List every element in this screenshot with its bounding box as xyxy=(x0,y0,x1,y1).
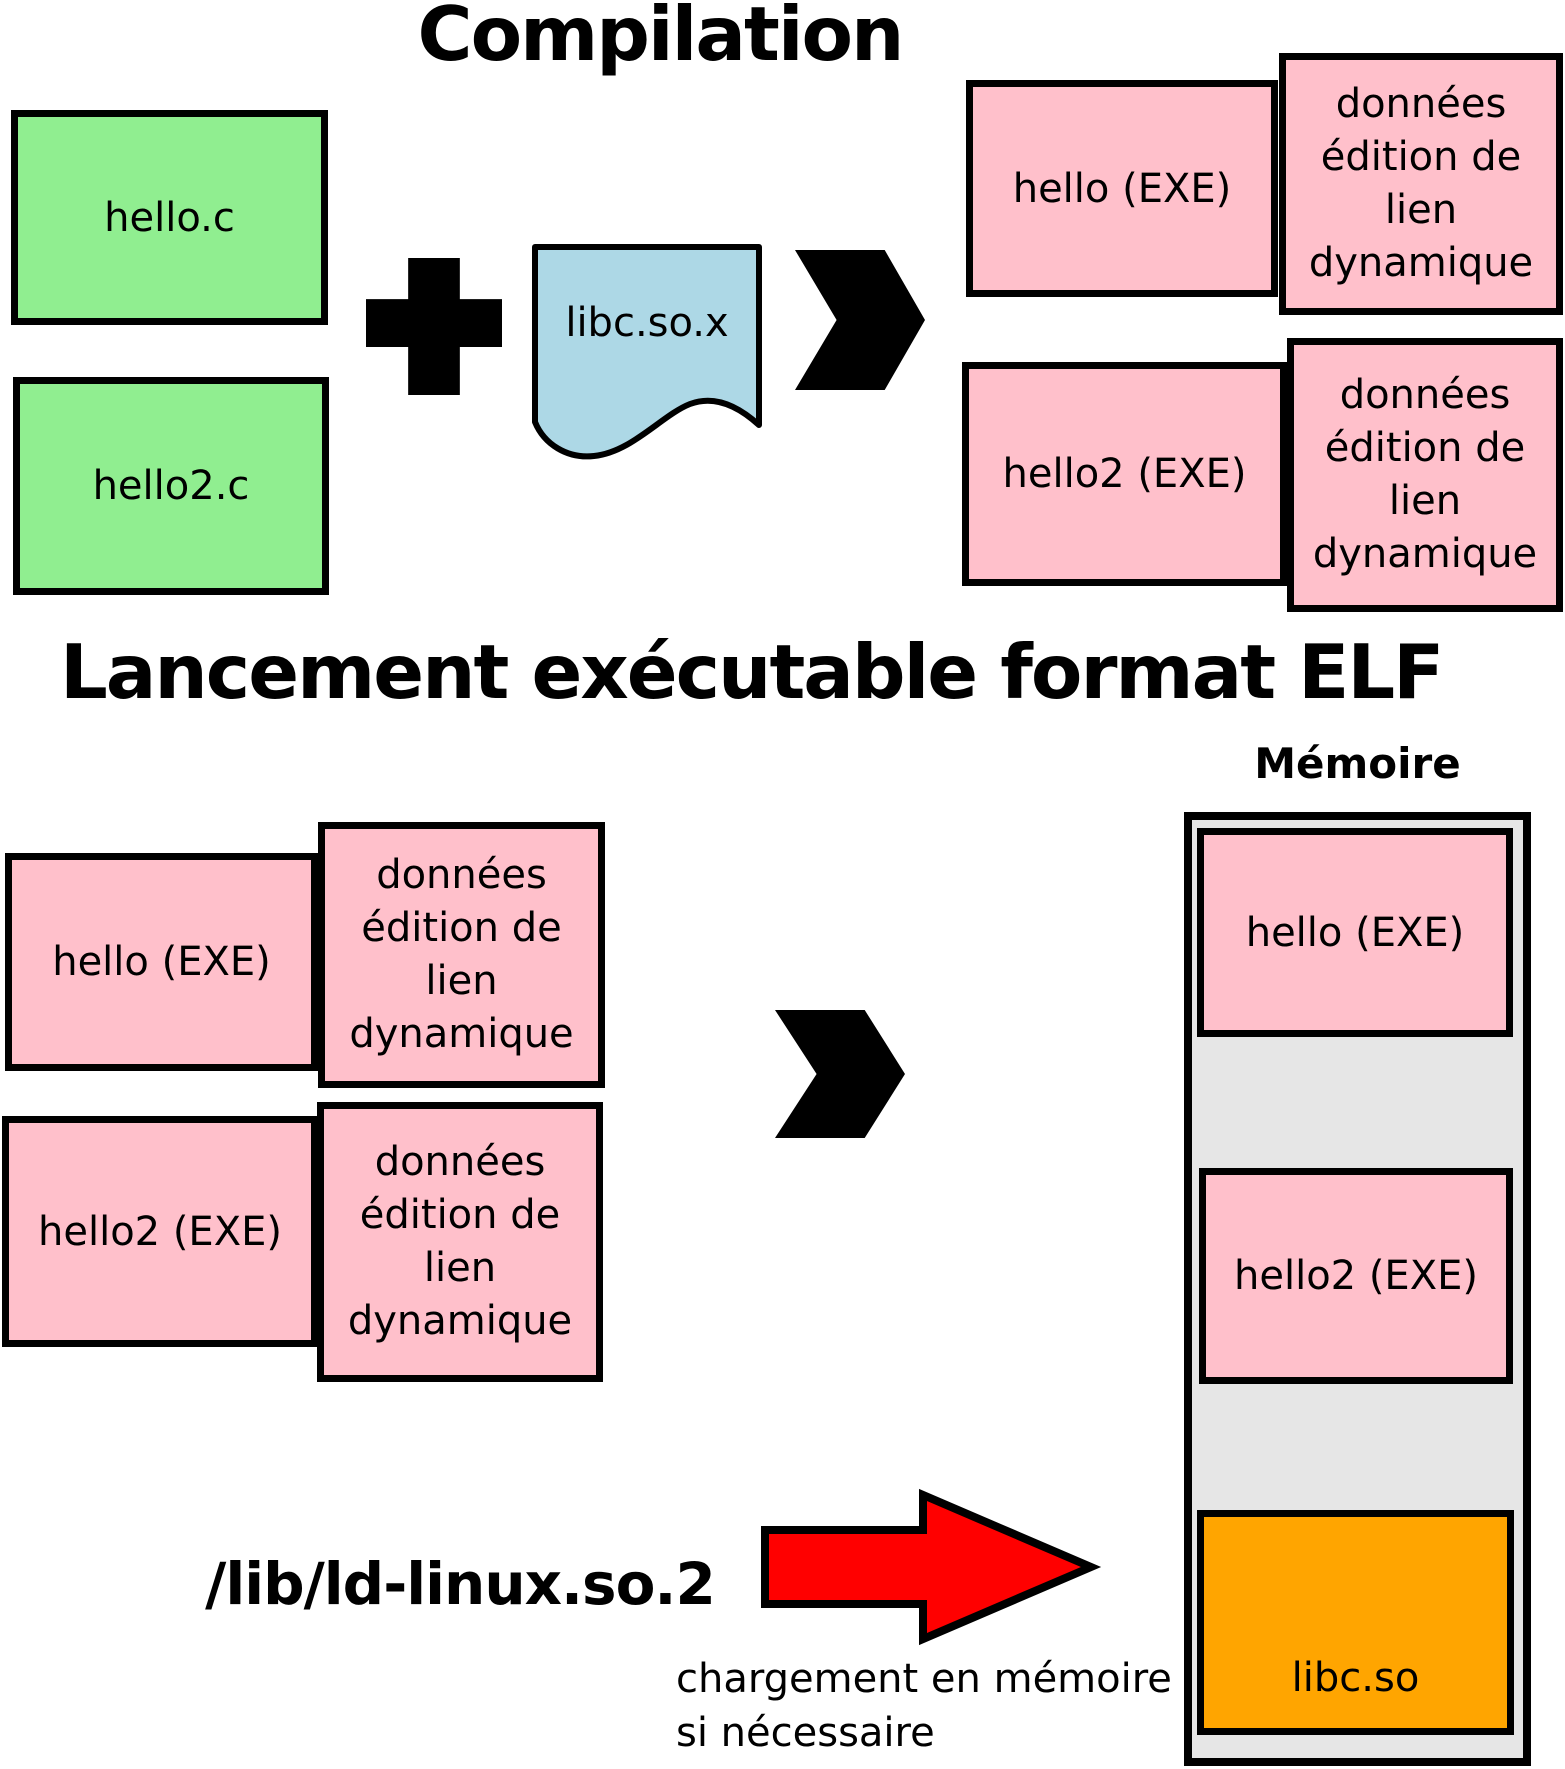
linkdata-box-hello: données édition de lien dynamique xyxy=(1279,53,1563,315)
linkdata-line: données xyxy=(1339,372,1511,418)
memory-segment-hello: hello (EXE) xyxy=(1197,828,1513,1037)
linkdata-line: données xyxy=(374,1139,546,1185)
library-name: libc.so.x xyxy=(565,300,729,346)
linkdata-line: lien xyxy=(423,1245,497,1291)
launch-exe-box-hello: hello (EXE) xyxy=(5,853,318,1071)
annotation-line-2: si nécessaire xyxy=(676,1710,935,1756)
library-document-label: libc.so.x xyxy=(532,244,762,402)
linkdata-line: édition de xyxy=(1320,134,1522,180)
linkdata-box-hello2: données édition de lien dynamique xyxy=(1287,338,1563,612)
launch-linkdata-box-hello: données édition de lien dynamique xyxy=(318,822,605,1088)
linkdata-line: édition de xyxy=(361,905,562,951)
exe-label-hello: hello (EXE) xyxy=(1012,165,1232,212)
source-label-hello2-c: hello2.c xyxy=(92,463,250,509)
memory-segment-label: libc.so xyxy=(1291,1654,1420,1701)
linkdata-line: dynamique xyxy=(349,1011,574,1057)
launch-linkdata-box-hello2: données édition de lien dynamique xyxy=(317,1102,603,1382)
memory-segment-label: hello (EXE) xyxy=(1245,909,1465,956)
library-document-shape xyxy=(532,244,762,460)
linkdata-line: édition de xyxy=(359,1192,561,1238)
linkdata-line: dynamique xyxy=(347,1298,573,1344)
source-box-hello-c: hello.c xyxy=(11,110,328,325)
launch-title: Lancement exécutable format ELF xyxy=(60,628,1444,716)
memory-segment-libc: libc.so xyxy=(1197,1510,1514,1735)
memory-segment-label: hello2 (EXE) xyxy=(1234,1253,1478,1299)
linkdata-line: lien xyxy=(1388,478,1462,524)
linkdata-line: lien xyxy=(1384,187,1458,233)
linkdata-line: dynamique xyxy=(1312,531,1538,577)
exe-box-hello2: hello2 (EXE) xyxy=(962,362,1287,586)
linkdata-line: données xyxy=(1335,81,1507,127)
annotation-text: chargement en mémoire si nécessaire xyxy=(676,1652,1172,1760)
load-arrow-icon xyxy=(761,1488,1102,1646)
linkdata-line: données xyxy=(376,852,547,898)
compile-chevron-icon xyxy=(795,250,925,390)
exe-box-hello: hello (EXE) xyxy=(966,80,1278,297)
source-box-hello2-c: hello2.c xyxy=(13,377,329,595)
source-label-hello-c: hello.c xyxy=(104,194,235,241)
launch-exe-box-hello2: hello2 (EXE) xyxy=(2,1116,318,1347)
linkdata-line: édition de xyxy=(1324,425,1526,471)
memory-container: hello (EXE) hello2 (EXE) libc.so xyxy=(1184,812,1531,1766)
linkdata-line: lien xyxy=(425,958,498,1004)
linkdata-line: dynamique xyxy=(1308,240,1534,286)
memory-label: Mémoire xyxy=(1254,739,1461,788)
launch-exe-label-hello: hello (EXE) xyxy=(52,939,271,985)
compilation-title: Compilation xyxy=(417,0,905,78)
launch-chevron-icon xyxy=(775,1010,905,1138)
plus-icon xyxy=(366,258,502,395)
exe-label-hello2: hello2 (EXE) xyxy=(1002,451,1247,497)
launch-exe-label-hello2: hello2 (EXE) xyxy=(38,1208,282,1255)
loader-path-label: /lib/ld-linux.so.2 xyxy=(205,1550,716,1618)
memory-segment-hello2: hello2 (EXE) xyxy=(1199,1168,1513,1384)
annotation-line-1: chargement en mémoire xyxy=(676,1656,1172,1702)
